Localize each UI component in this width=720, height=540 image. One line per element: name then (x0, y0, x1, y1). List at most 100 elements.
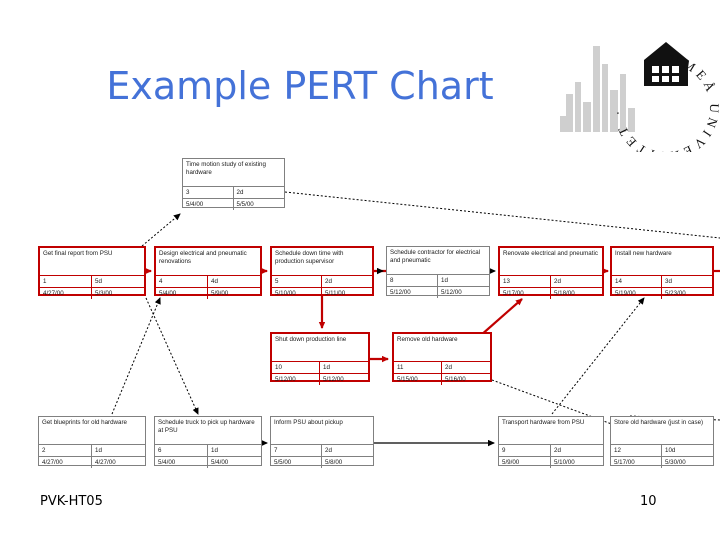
pert-node-id-duration: 2 1d (39, 444, 145, 456)
pert-node-install-new-hardware[interactable]: Install new hardware 14 3d 5/19/00 5/23/… (610, 246, 714, 299)
pert-node-finish: 5/4/00 (211, 459, 229, 466)
pert-node-duration: 4d (211, 278, 218, 285)
pert-node-start: 5/4/00 (156, 288, 208, 299)
pert-node-finish: 5/12/00 (323, 376, 344, 383)
pert-node-id: 14 (612, 276, 662, 287)
pert-node-start: 5/12/00 (387, 287, 438, 298)
footer-course-code: PVK-HT05 (40, 494, 103, 509)
pert-node-start: 5/15/00 (394, 374, 442, 385)
pert-node-design-electrical[interactable]: Design electrical and pneumatic renovati… (154, 246, 262, 299)
pert-node-id: 4 (156, 276, 208, 287)
pert-node-schedule-truck[interactable]: Schedule truck to pick up hardware at PS… (154, 416, 262, 468)
pert-node-dates: 5/17/00 5/18/00 (500, 287, 602, 299)
pert-node-dates: 4/27/00 5/3/00 (40, 287, 144, 299)
pert-node-id-duration: 1 5d (40, 275, 144, 287)
pert-node-id: 10 (272, 362, 320, 373)
pert-node-renovate-electrical[interactable]: Renovate electrical and pneumatic 13 2d … (498, 246, 604, 299)
pert-node-id-duration: 5 2d (272, 275, 372, 287)
pert-node-duration: 1d (323, 364, 330, 371)
pert-node-transport-hardware[interactable]: Transport hardware from PSU 9 2d 5/9/00 … (498, 416, 604, 468)
pert-node-dates: 4/27/00 4/27/00 (39, 456, 145, 468)
pert-node-id-duration: 9 2d (499, 444, 603, 456)
pert-node-duration: 2d (445, 364, 452, 371)
logo-skyline-decoration (560, 46, 635, 132)
pert-node-dates: 5/9/00 5/10/00 (499, 456, 603, 468)
pert-node-id-duration: 8 1d (387, 274, 489, 286)
pert-node-duration: 2d (554, 447, 561, 454)
pert-node-name: Shut down production line (275, 336, 347, 343)
pert-node-id-duration: 14 3d (612, 275, 712, 287)
pert-node-id-duration: 12 10d (611, 444, 713, 456)
pert-node-name: Remove old hardware (397, 336, 458, 343)
pert-node-id-duration: 11 2d (394, 361, 490, 373)
pert-node-inform-psu[interactable]: Inform PSU about pickup 7 2d 5/5/00 5/8/… (270, 416, 374, 468)
pert-node-start: 5/9/00 (499, 457, 551, 468)
pert-node-dates: 5/12/00 5/12/00 (387, 286, 489, 298)
pert-node-duration: 2d (554, 278, 561, 285)
pert-node-shut-down-production-line[interactable]: Shut down production line 10 1d 5/12/00 … (270, 332, 370, 385)
pert-node-id: 2 (39, 445, 92, 456)
pert-node-name: Schedule contractor for electrical and p… (390, 249, 481, 264)
pert-node-duration: 1d (441, 277, 448, 284)
pert-node-dates: 5/19/00 5/23/00 (612, 287, 712, 299)
pert-node-start: 5/4/00 (183, 199, 234, 210)
pert-node-duration: 2d (236, 189, 244, 196)
link-transport-to-install (551, 297, 645, 415)
pert-node-dates: 5/4/00 5/5/00 (183, 198, 284, 210)
pert-node-id: 6 (155, 445, 208, 456)
pert-node-time-motion-study[interactable]: Time motion study of existing hardware 3… (182, 158, 285, 210)
link-timemotion-to-far-right (284, 191, 720, 239)
pert-node-start: 5/17/00 (500, 288, 551, 299)
pert-node-name: Inform PSU about pickup (274, 419, 343, 426)
pert-node-name: Store old hardware (just in case) (614, 419, 704, 426)
pert-node-finish: 5/18/00 (554, 290, 575, 297)
pert-node-duration: 10d (665, 447, 676, 454)
pert-node-store-old-hardware[interactable]: Store old hardware (just in case) 12 10d… (610, 416, 714, 468)
pert-node-id: 3 (183, 187, 234, 198)
pert-node-get-final-report[interactable]: Get final report from PSU 1 5d 4/27/00 5… (38, 246, 146, 299)
pert-node-remove-old-hardware[interactable]: Remove old hardware 11 2d 5/15/00 5/16/0… (392, 332, 492, 385)
pert-node-duration: 1d (211, 447, 218, 454)
pert-node-name: Schedule down time with production super… (275, 250, 344, 265)
pert-node-name: Renovate electrical and pneumatic (503, 250, 598, 257)
pert-node-dates: 5/17/00 5/30/00 (611, 456, 713, 468)
pert-node-finish: 5/16/00 (445, 376, 466, 383)
pert-node-id: 11 (394, 362, 442, 373)
pert-node-id-duration: 7 2d (271, 444, 373, 456)
pert-node-finish: 5/23/00 (665, 290, 686, 297)
pert-node-finish: 5/8/00 (325, 459, 343, 466)
pert-node-name: Get blueprints for old hardware (42, 419, 127, 426)
pert-node-finish: 5/3/00 (95, 290, 113, 297)
pert-node-finish: 5/5/00 (236, 201, 254, 208)
pert-node-name: Install new hardware (615, 250, 672, 257)
pert-node-name: Get final report from PSU (43, 250, 113, 257)
pert-node-schedule-down-time[interactable]: Schedule down time with production super… (270, 246, 374, 299)
pert-node-start: 5/12/00 (272, 374, 320, 385)
pert-node-dates: 5/12/00 5/12/00 (272, 373, 368, 385)
pert-node-finish: 4/27/00 (95, 459, 116, 466)
pert-node-duration: 1d (95, 447, 102, 454)
pert-node-dates: 5/4/00 5/9/00 (156, 287, 260, 299)
logo-seal: UMEÅ UNIVERSITET · (610, 42, 718, 152)
pert-node-start: 5/4/00 (155, 457, 208, 468)
pert-node-id: 13 (500, 276, 551, 287)
pert-node-dates: 5/5/00 5/8/00 (271, 456, 373, 468)
pert-node-start: 4/27/00 (40, 288, 92, 299)
pert-node-id: 12 (611, 445, 662, 456)
pert-node-duration: 2d (325, 447, 332, 454)
pert-node-id-duration: 3 2d (183, 186, 284, 198)
pert-node-start: 5/19/00 (612, 288, 662, 299)
footer-page-number: 10 (640, 494, 657, 509)
pert-node-finish: 5/10/00 (554, 459, 575, 466)
pert-node-get-blueprints[interactable]: Get blueprints for old hardware 2 1d 4/2… (38, 416, 146, 468)
pert-node-finish: 5/11/00 (325, 290, 346, 297)
pert-node-finish: 5/12/00 (441, 289, 462, 296)
pert-node-dates: 5/15/00 5/16/00 (394, 373, 490, 385)
page-title: Example PERT Chart (106, 64, 494, 108)
pert-node-dates: 5/10/00 5/11/00 (272, 287, 372, 299)
pert-node-schedule-contractor[interactable]: Schedule contractor for electrical and p… (386, 246, 490, 298)
pert-node-id-duration: 6 1d (155, 444, 261, 456)
pert-node-id: 9 (499, 445, 551, 456)
pert-node-duration: 5d (95, 278, 102, 285)
pert-node-id: 7 (271, 445, 322, 456)
